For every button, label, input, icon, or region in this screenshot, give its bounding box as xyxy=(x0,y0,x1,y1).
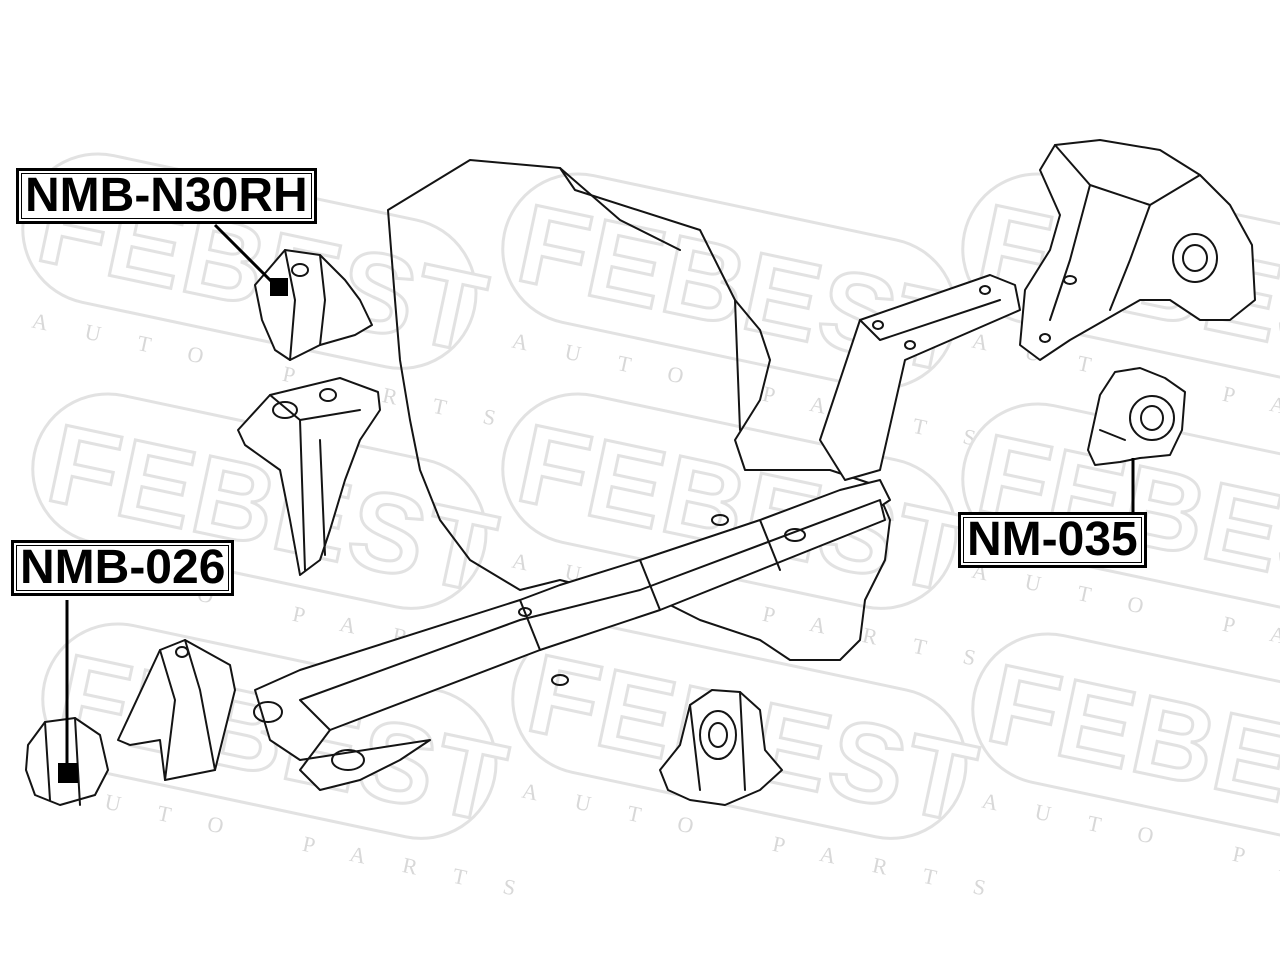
mount-nmb-n30rh-bracket xyxy=(237,377,381,576)
marker-nmb-026 xyxy=(58,763,78,783)
marker-nmb-n30rh xyxy=(270,278,288,296)
label-nmb-026: NMB-026 xyxy=(11,540,235,596)
label-nmb-n30rh: NMB-N30RH xyxy=(16,168,317,224)
mount-lower-center xyxy=(659,689,783,806)
subframe xyxy=(253,274,1021,791)
leader-nmb-n30rh xyxy=(213,223,280,290)
mount-nm-035 xyxy=(1087,367,1186,466)
engine-outline xyxy=(387,159,891,661)
mount-nm-035-top-bracket xyxy=(1019,139,1256,361)
leader-lines xyxy=(58,223,1135,783)
mount-nmb-n30rh-upper xyxy=(254,249,373,361)
label-nm-035: NM-035 xyxy=(958,512,1147,568)
watermark: FEBEST AUTO PARTS xyxy=(971,632,1280,918)
